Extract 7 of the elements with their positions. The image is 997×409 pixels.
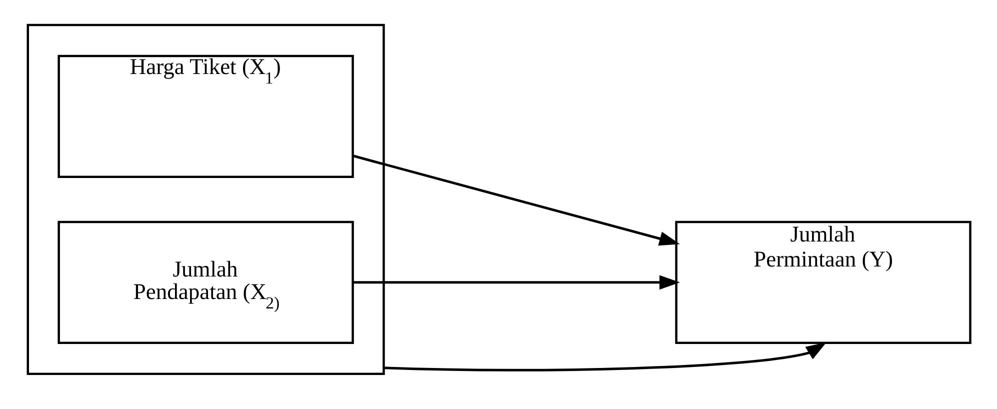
node-box: Jumlah Pendapatan (X$_{2)}$	[58, 220, 354, 344]
arrow	[352, 275, 680, 290]
arrow	[352, 154, 680, 246]
node-box: Harga Tiket (X$_{1}$)	[58, 54, 354, 178]
arrow	[384, 342, 827, 372]
cluster	[26, 24, 385, 375]
node-box: Jumlah Permintaan (Y)	[675, 220, 972, 344]
